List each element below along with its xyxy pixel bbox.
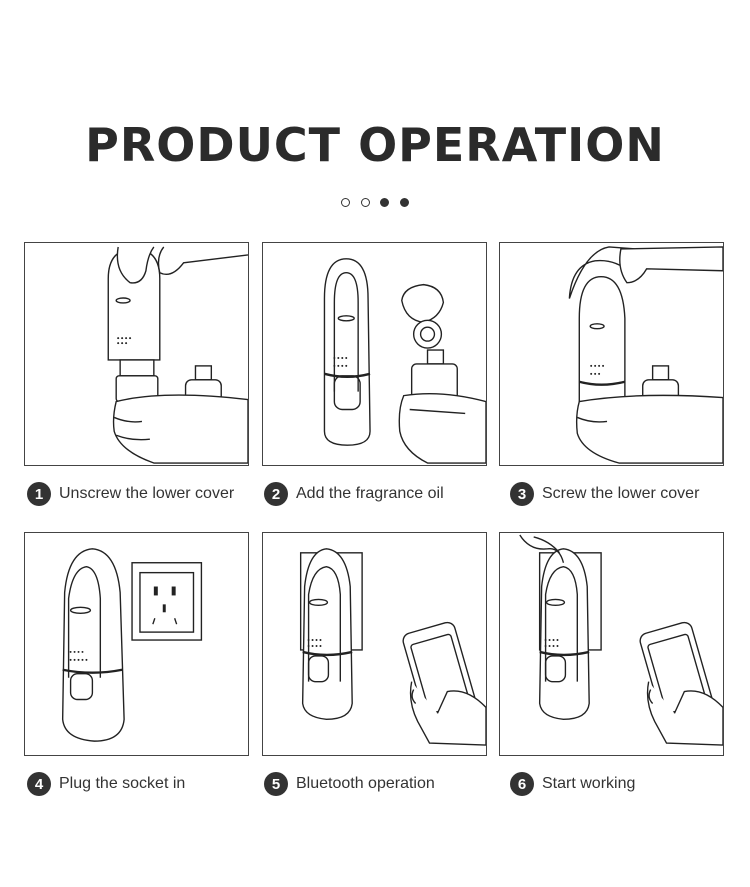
- step-label: Add the fragrance oil: [296, 485, 444, 503]
- step-3-illustration: [499, 242, 724, 466]
- add-oil-icon: [263, 243, 486, 465]
- step-6-caption: 6 Start working: [510, 769, 635, 799]
- step-number-badge: 1: [27, 482, 51, 506]
- step-5-illustration: [262, 532, 487, 756]
- step-2-illustration: [262, 242, 487, 466]
- step-6-illustration: [499, 532, 724, 756]
- pagination-dots: [0, 194, 750, 212]
- step-label: Plug the socket in: [59, 775, 185, 793]
- plug-socket-icon: [25, 533, 248, 755]
- step-number-badge: 5: [264, 772, 288, 796]
- step-number-badge: 3: [510, 482, 534, 506]
- step-label: Screw the lower cover: [542, 485, 699, 503]
- step-1-caption: 1 Unscrew the lower cover: [27, 479, 234, 509]
- step-5-caption: 5 Bluetooth operation: [264, 769, 435, 799]
- pagination-dot-active[interactable]: [380, 198, 389, 207]
- screw-cover-icon: [500, 243, 723, 465]
- unscrew-cover-icon: [25, 243, 248, 465]
- step-number-badge: 2: [264, 482, 288, 506]
- start-working-icon: [500, 533, 723, 755]
- step-label: Bluetooth operation: [296, 775, 435, 793]
- pagination-dot[interactable]: [341, 198, 350, 207]
- pagination-dot-active[interactable]: [400, 198, 409, 207]
- step-4-illustration: [24, 532, 249, 756]
- step-4-caption: 4 Plug the socket in: [27, 769, 185, 799]
- step-3-caption: 3 Screw the lower cover: [510, 479, 699, 509]
- step-label: Unscrew the lower cover: [59, 485, 234, 503]
- page-title: PRODUCT OPERATION: [0, 118, 750, 172]
- step-number-badge: 6: [510, 772, 534, 796]
- step-1-illustration: [24, 242, 249, 466]
- pagination-dot[interactable]: [361, 198, 370, 207]
- bluetooth-phone-icon: [263, 533, 486, 755]
- step-2-caption: 2 Add the fragrance oil: [264, 479, 444, 509]
- step-number-badge: 4: [27, 772, 51, 796]
- step-label: Start working: [542, 775, 635, 793]
